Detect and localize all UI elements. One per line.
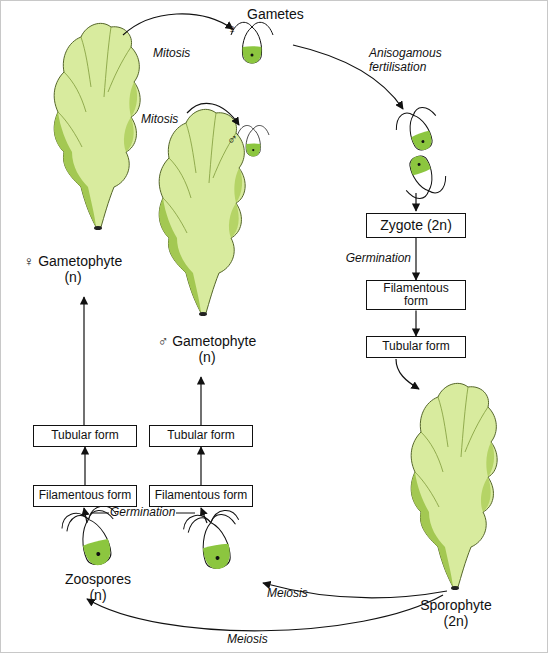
box-text: Zygote (2n) (380, 218, 452, 233)
flow-arrow (84, 447, 85, 485)
process-box: Tubular form (366, 336, 466, 358)
text-label: Mitosis (153, 47, 190, 61)
process-box: Tubular form (149, 425, 253, 447)
process-box: Filamentous form (149, 485, 253, 507)
text-label: ♂ Gametophyte (n) (151, 333, 263, 365)
text-label: Anisogamous fertilisation (369, 47, 469, 75)
box-text: Filamentous form (155, 489, 248, 502)
box-text: Filamentous form (370, 282, 462, 308)
process-box: Filamentous form (366, 280, 466, 310)
box-text: Tubular form (167, 429, 235, 442)
box-text: Tubular form (382, 340, 450, 353)
box-text: Filamentous form (39, 489, 132, 502)
text-label: Meiosis (267, 587, 308, 601)
text-label: Germination (110, 506, 175, 520)
text-label: Zoospores (n) (57, 571, 139, 603)
text-label: ♀ Gametophyte (n) (17, 253, 129, 285)
text-label: Gametes (247, 6, 304, 22)
flow-arrow (200, 447, 201, 485)
text-label: ♂ (227, 131, 238, 147)
text-label: Mitosis (141, 113, 178, 127)
flow-arrow (415, 238, 416, 280)
box-text: Tubular form (51, 429, 119, 442)
text-label: ♀ (227, 21, 238, 37)
process-box: Zygote (2n) (366, 213, 466, 238)
flow-arrow (415, 310, 416, 336)
edge-label: Germination (346, 252, 411, 266)
text-label: Sporophyte (2n) (409, 597, 503, 629)
process-box: Tubular form (33, 425, 137, 447)
text-label: Meiosis (227, 633, 268, 647)
process-box: Filamentous form (33, 485, 137, 507)
